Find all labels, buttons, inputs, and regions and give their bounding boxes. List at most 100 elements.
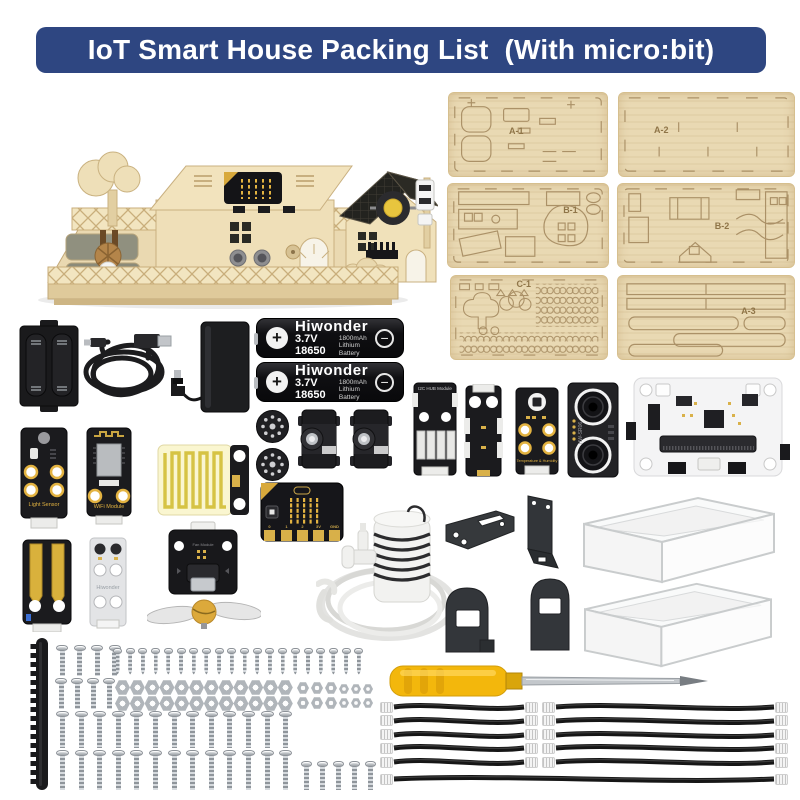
hex-nut-medium [297, 697, 309, 709]
microbit-pin-label: 2 [301, 524, 304, 529]
self-tapping-screw [125, 648, 135, 675]
screw-shaft [304, 767, 309, 790]
servo-disc [255, 409, 290, 449]
screw-shaft [306, 654, 310, 675]
screw-head [201, 648, 211, 654]
hex-nut-large [159, 680, 175, 695]
screw-shaft [171, 717, 177, 748]
screw-shaft [217, 654, 222, 675]
long-screw [167, 750, 181, 790]
screw-head [93, 711, 107, 717]
arch-bracket [526, 572, 574, 657]
acrylic-box [574, 576, 782, 675]
hex-nut-large [248, 680, 264, 695]
screw-shaft [115, 756, 121, 790]
jst-cable [380, 773, 788, 785]
title-banner: IoT Smart House Packing List (With micro… [36, 27, 766, 73]
servo-disc [255, 447, 290, 487]
machine-screw [87, 678, 99, 709]
screw-shaft [318, 654, 323, 675]
screw-shaft [344, 654, 349, 675]
screw-shaft [171, 756, 177, 790]
screw-shaft [97, 717, 103, 748]
screw-shaft [97, 756, 103, 790]
long-screw [93, 750, 107, 790]
long-screw [111, 711, 125, 748]
screw-shaft [59, 651, 65, 676]
screw-shaft [179, 654, 183, 675]
microbit-board: 0 1 2 3V GND [260, 482, 344, 555]
jst-connector [542, 756, 555, 768]
short-screw [301, 761, 312, 790]
microbit-pin-label: 1 [285, 524, 288, 529]
hex-nut-large [203, 696, 219, 711]
hex-nut-medium [311, 697, 323, 709]
screw-head [130, 711, 144, 717]
hex-nut-large [218, 696, 234, 711]
screw-shaft [77, 651, 82, 676]
screw-head [87, 678, 99, 684]
microbit-pin-label: 3V [316, 524, 321, 529]
screw-shaft [227, 717, 233, 748]
long-screw [149, 750, 162, 790]
wood-panel-a3: A-3 [617, 275, 795, 360]
screw-shaft [140, 654, 145, 675]
screw-shaft [356, 654, 361, 675]
screw-shaft [264, 756, 270, 790]
self-tapping-screw [176, 648, 186, 675]
battery-type: Lithium Battery [338, 386, 360, 401]
screw-head [333, 761, 344, 767]
jst-connector [380, 729, 393, 741]
hex-nut-large [263, 680, 278, 695]
screw-shaft [115, 717, 121, 748]
battery-plus-mark: + [266, 371, 288, 393]
screw-shaft [190, 717, 196, 748]
screw-head [130, 750, 144, 756]
machine-screw [73, 645, 86, 676]
long-screw [130, 750, 144, 790]
screw-head [111, 750, 125, 756]
self-tapping-screw [290, 648, 300, 675]
hex-nut-large [115, 680, 130, 695]
long-screw [242, 711, 255, 748]
wood-panel-b1: B-1 [447, 183, 609, 268]
screw-head [103, 678, 115, 684]
screw-shaft [208, 756, 214, 790]
button-module-label: Hiwonder [96, 585, 119, 591]
hex-nut-medium [325, 697, 337, 709]
screw-shaft [106, 684, 112, 709]
hex-nut-large [233, 696, 249, 711]
cable-wire [555, 703, 775, 711]
long-screw [186, 711, 200, 748]
hex-nut-large [277, 696, 293, 711]
hex-nut-large [115, 696, 130, 711]
jst-cable [380, 715, 538, 727]
screw-shaft [191, 654, 196, 675]
screw-shaft [320, 767, 325, 790]
jst-connector [775, 715, 788, 727]
water-sensor-plate [156, 443, 251, 523]
screw-shaft [74, 684, 80, 709]
screw-shaft [283, 717, 289, 748]
self-tapping-screw [201, 648, 211, 675]
screw-head [74, 711, 88, 717]
screw-shaft [134, 756, 140, 790]
hex-nut-medium [311, 682, 323, 694]
metal-bracket-flat [438, 505, 520, 562]
short-screw [349, 761, 360, 790]
cable-wire [393, 758, 525, 767]
screw-shaft [153, 756, 158, 790]
button-module: Hiwonder [88, 536, 128, 637]
battery-capacity: 1800mAh [338, 335, 367, 343]
wifi-module: WiFi Module [84, 426, 134, 531]
cable-wire [393, 775, 775, 783]
microbit-pin-label: 0 [268, 524, 271, 529]
hex-nut-large [189, 680, 204, 695]
jst-connector [542, 715, 555, 727]
long-screw [56, 711, 69, 748]
microbit-expansion-board [624, 374, 792, 491]
battery-plus-mark: + [266, 327, 288, 349]
long-screw [74, 750, 88, 790]
screw-head [240, 648, 249, 654]
panel-label: A-3 [741, 305, 756, 316]
